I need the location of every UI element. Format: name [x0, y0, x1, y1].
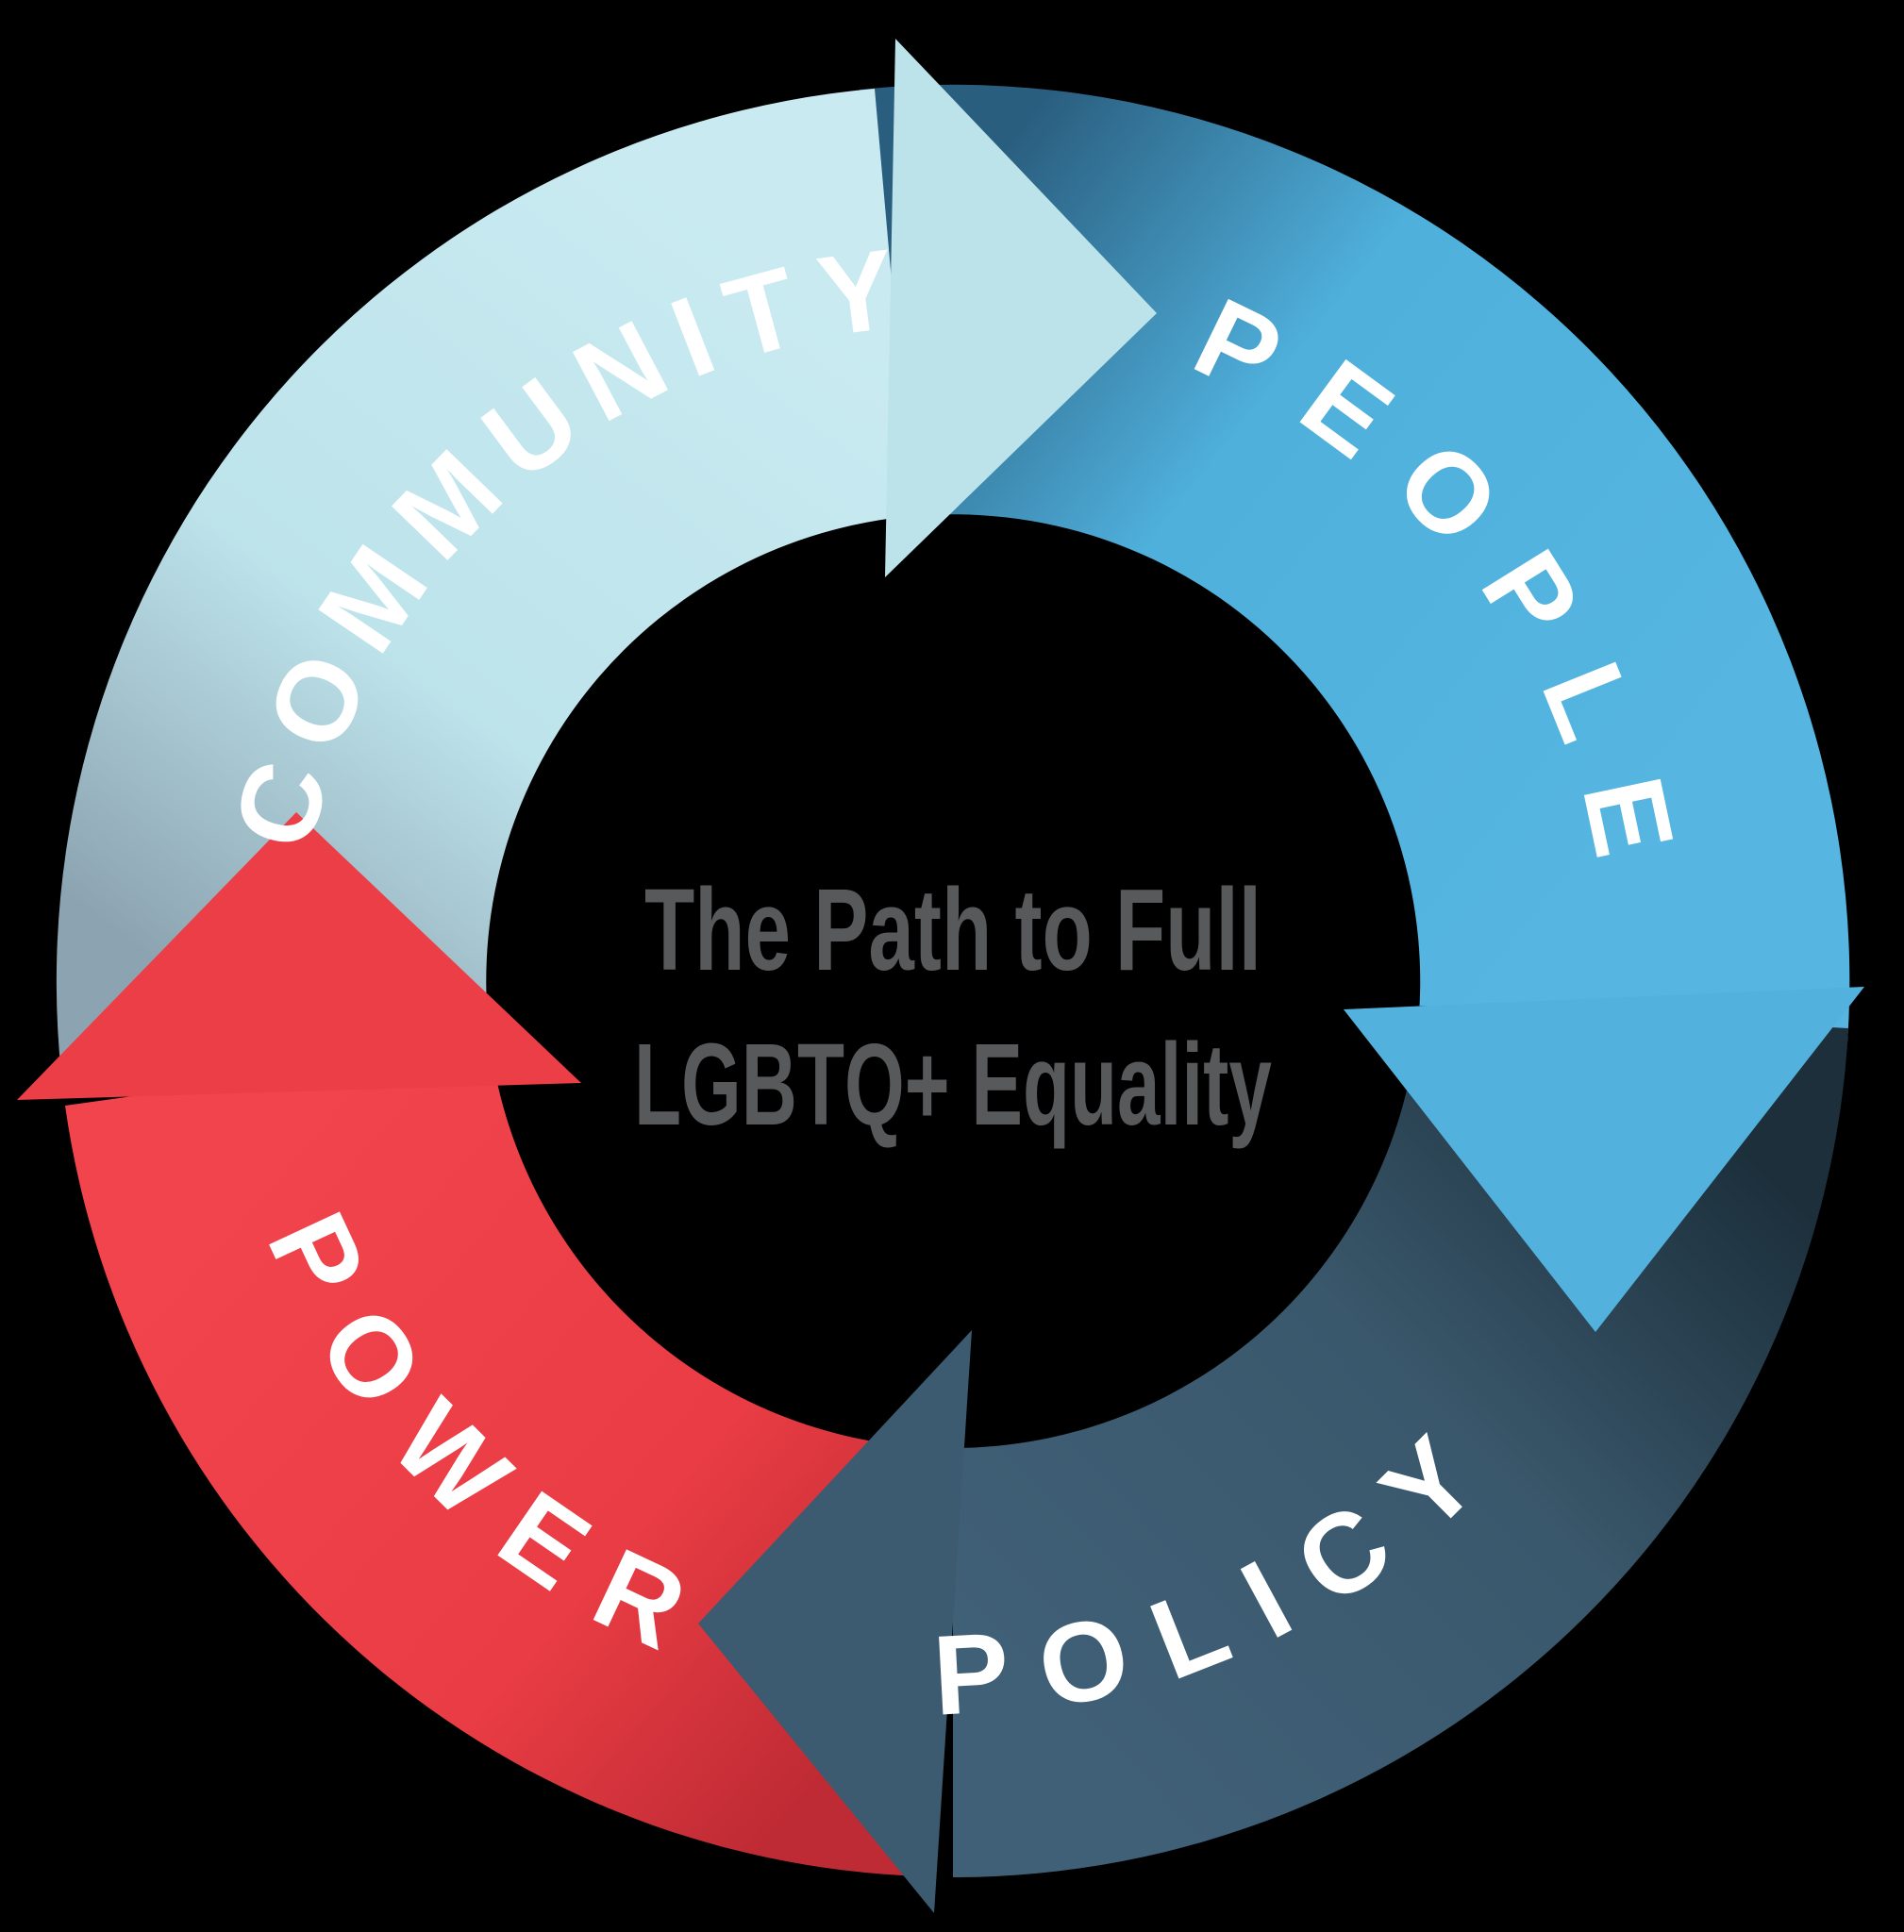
- center-title-line1: The Path to Full: [644, 866, 1261, 995]
- community-arc-band: [56, 89, 912, 1074]
- people-arrowhead-icon: [1344, 987, 1864, 1332]
- cycle-arrowheads: [17, 39, 1864, 1913]
- power-arc-band: [65, 1046, 937, 1876]
- center-title-line2: LGBTQ+ Equality: [634, 1021, 1272, 1150]
- policy-arrowhead-icon: [698, 1330, 972, 1913]
- power-arrowhead-icon: [17, 812, 581, 1100]
- community-arrowhead-icon: [885, 39, 1157, 577]
- center-title: The Path to Full LGBTQ+ Equality: [634, 866, 1272, 1150]
